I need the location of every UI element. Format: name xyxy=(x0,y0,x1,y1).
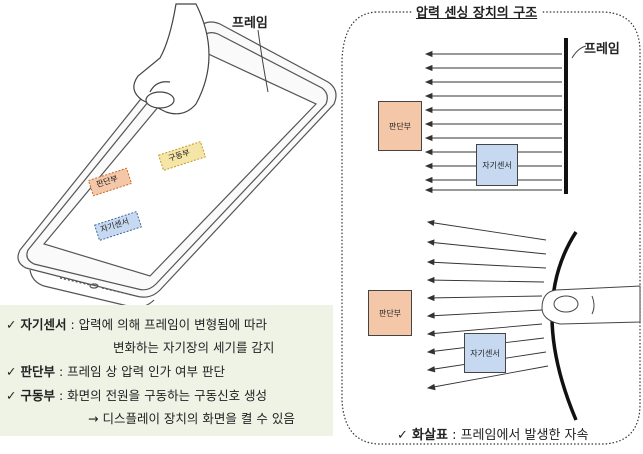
check-icon: ✓ xyxy=(6,317,17,332)
footer-sep: : xyxy=(447,428,461,443)
sensor-box-phone xyxy=(93,210,143,242)
finger-side xyxy=(541,285,641,325)
legend-text: 화면의 전원을 구동하는 구동신호 생성 xyxy=(67,388,268,403)
legend-item-drive-cont: → 디스플레이 장치의 화면을 켤 수 있음 xyxy=(88,411,295,426)
frame-pointer-line xyxy=(257,29,269,93)
legend-text: 압력에 의해 프레임이 변형됨에 따라 xyxy=(78,317,268,332)
legend-key: 판단부 xyxy=(20,364,55,379)
legend-panel: ✓ 자기센서 : 압력에 의해 프레임이 변형됨에 따라 변화하는 자기장의 세… xyxy=(0,305,333,436)
footer-text: 프레임에서 발생한 자속 xyxy=(460,428,589,443)
legend-sep: : xyxy=(66,317,79,332)
right-panel-title: 압력 센싱 장치의 구조 xyxy=(412,2,542,21)
legend-text: 프레임 상 압력 인가 여부 판단 xyxy=(67,364,226,379)
check-icon: ✓ xyxy=(6,364,17,379)
judgement-box-top: 판단부 xyxy=(378,101,422,151)
legend-item-drive: ✓ 구동부 : 화면의 전원을 구동하는 구동신호 생성 xyxy=(6,388,267,404)
check-icon: ✓ xyxy=(6,388,17,403)
flux-arrows-bottom xyxy=(426,219,549,391)
frame-label-left: 프레임 xyxy=(232,16,268,31)
legend-sep: : xyxy=(54,364,68,379)
sensor-box-bottom: 자기센서 xyxy=(464,333,506,373)
right-panel-footer: ✓ 화살표 : 프레임에서 발생한 자속 xyxy=(394,424,592,443)
legend-item-sensor-cont: 변화하는 자기장의 세기를 감지 xyxy=(113,340,275,355)
sensor-box-top: 자기센서 xyxy=(476,144,518,186)
legend-key: 자기센서 xyxy=(20,317,67,332)
frame-pointer-right xyxy=(571,45,587,59)
curved-frame xyxy=(550,231,578,421)
finger-illustration xyxy=(133,3,210,115)
phone-label-boxes xyxy=(87,140,207,242)
footer-key: 화살표 xyxy=(412,428,448,443)
frame-label-right: 프레임 xyxy=(584,42,620,57)
drive-box-phone xyxy=(157,140,207,172)
legend-key: 구동부 xyxy=(20,388,55,403)
judgement-box-bottom: 판단부 xyxy=(368,290,412,336)
legend-item-sensor: ✓ 자기센서 : 압력에 의해 프레임이 변형됨에 따라 xyxy=(6,317,267,333)
right-panel-border xyxy=(341,11,641,445)
judgement-box-phone xyxy=(87,167,133,197)
legend-sep: : xyxy=(54,388,68,403)
legend-item-judgement: ✓ 판단부 : 프레임 상 압력 인가 여부 판단 xyxy=(6,364,225,380)
check-icon: ✓ xyxy=(397,428,408,443)
